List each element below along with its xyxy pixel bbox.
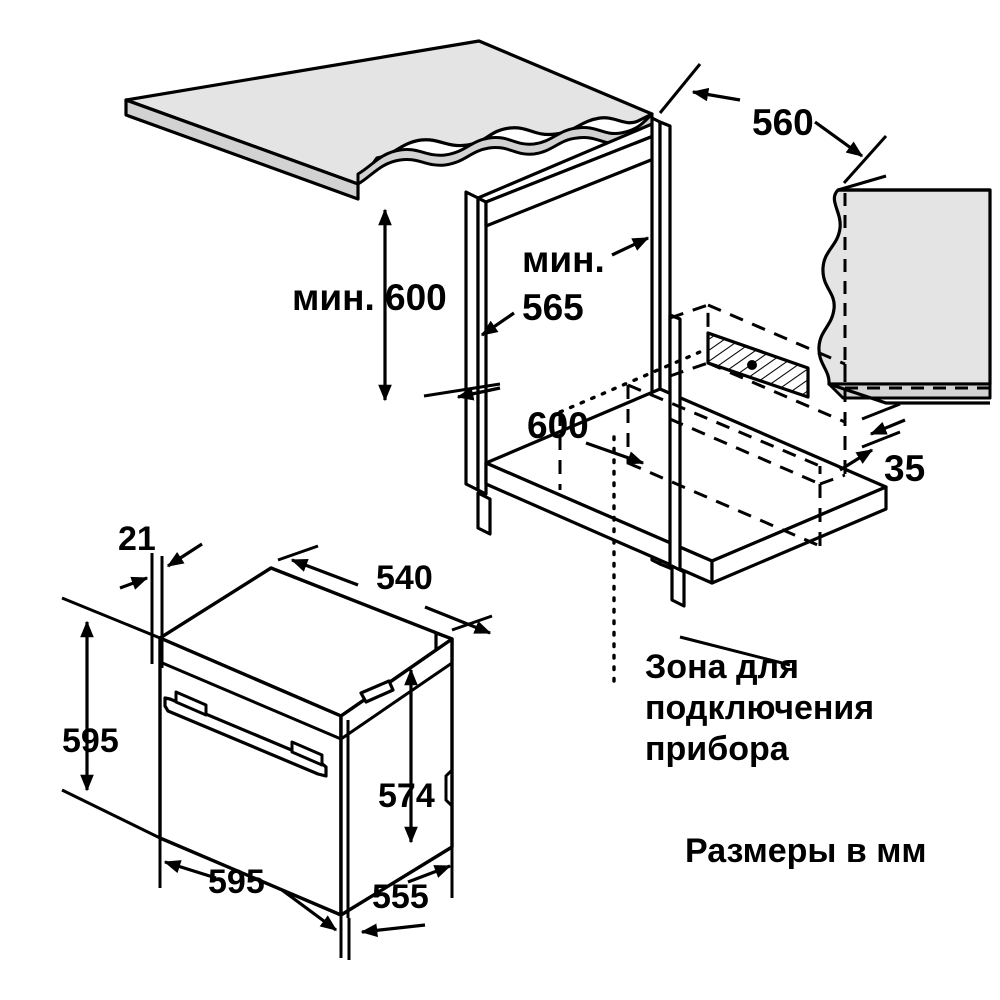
countertop-wavy-break-edge [356, 112, 654, 186]
dim-574-label: 574 [378, 777, 435, 815]
right-wall-front-edge [668, 313, 682, 574]
back-wall-floor-line [828, 382, 990, 405]
dim-595h-label: 595 [62, 722, 119, 760]
dim-21: 21 [118, 520, 203, 668]
dim-35-label: 35 [884, 448, 925, 489]
oven-body [158, 566, 454, 918]
back-wall-panel [817, 174, 992, 405]
dim-595w-label: 595 [208, 863, 265, 901]
niche-dotted-edges [558, 350, 702, 690]
dim-min565-label-line2: 565 [522, 287, 584, 328]
dim-555-label: 555 [372, 878, 429, 916]
dim-560-arrow-left [691, 87, 741, 102]
note-connection-zone: Зона для подключения прибора [645, 635, 874, 768]
dim-595h-ext-bottom [61, 788, 161, 840]
dim-min565-arrow-low [456, 386, 501, 401]
dim-600-arrow [585, 441, 645, 465]
dim-595-height: 595 [61, 596, 161, 840]
back-wall-corner-tick [837, 174, 887, 192]
dim-35: 35 [839, 402, 925, 489]
back-wall-face [817, 188, 992, 386]
dim-555-arrow-left [360, 923, 426, 938]
back-wall-hidden-edges [843, 193, 990, 390]
dim-21-label: 21 [118, 520, 156, 558]
dim-595w-arrow-right [281, 888, 338, 932]
niche-hidden-outline [558, 302, 847, 548]
oven-door-top-seam [159, 660, 342, 741]
dim-min565-label-line1: мин. [522, 239, 605, 280]
bottom-shelf-right-edge [710, 485, 888, 585]
note-leader-line [679, 635, 791, 667]
dim-540-ext-right [451, 614, 493, 632]
countertop-front-edge [124, 98, 360, 201]
dim-min565-arrow-top [611, 236, 650, 257]
note-connection-line2: подключения [645, 689, 874, 727]
dim-540-arrow-right [424, 605, 492, 635]
left-wall-toe-kick [476, 491, 492, 536]
left-wall-board [476, 196, 488, 496]
dim-540-label: 540 [376, 559, 433, 597]
connection-zone-hatch [706, 331, 810, 399]
dim-600-width: 600 [527, 405, 645, 465]
dim-35-ext-lower [861, 430, 901, 449]
dim-555-arrow-right [407, 864, 452, 884]
oven-door-handle [163, 690, 328, 778]
handle-bracket-right [290, 740, 324, 767]
dim-560-ext-right [842, 135, 888, 184]
oven-side-vent [359, 679, 395, 704]
dim-574: 574 [378, 668, 435, 844]
socket-marker-dot [747, 360, 757, 370]
right-wall-toe-kick [670, 564, 686, 608]
oven-rear-edge-step [444, 768, 454, 808]
dim-555: 555 [360, 847, 454, 938]
dim-21-arrow-left [119, 576, 149, 590]
dim-min-600: мин. 600 [292, 208, 447, 402]
oven-side-top-seam [340, 661, 453, 741]
handle-bracket-left [174, 690, 208, 717]
dim-560-arrow-right [814, 120, 864, 158]
note-units: Размеры в мм [685, 832, 927, 870]
dim-35-arrow-up [839, 448, 874, 472]
dim-35-arrow-down [869, 418, 906, 436]
dim-min565-arrow-bottom [480, 311, 515, 337]
connection-zone-box [706, 331, 810, 399]
dim-35-ext-upper [861, 402, 901, 421]
dim-595-width: 595 [158, 838, 351, 960]
cabinet-bottom-shelf [484, 387, 888, 585]
note-connection-line3: прибора [645, 730, 790, 768]
countertop-top-face [124, 39, 654, 186]
dim-560-label: 560 [752, 102, 814, 143]
dim-min-565: мин. 565 [423, 236, 650, 401]
dim-540-ext-left [277, 544, 319, 562]
dim-min600-label: мин. 600 [292, 277, 447, 318]
dim-540: 540 [277, 544, 493, 635]
dim-600-label: 600 [527, 405, 589, 446]
dim-540-arrow-left [290, 558, 359, 587]
dim-595w-arrow-left [163, 860, 217, 880]
dim-21-arrow-right [166, 542, 203, 568]
cabinet-right-wall [668, 313, 686, 608]
note-connection-line1: Зона для [645, 648, 799, 686]
dim-560-ext-left [658, 63, 702, 114]
dim-560: 560 [658, 63, 888, 184]
left-wall-edge-thickness [464, 190, 480, 492]
countertop [124, 39, 654, 201]
dim-595h-ext-top [61, 596, 161, 640]
